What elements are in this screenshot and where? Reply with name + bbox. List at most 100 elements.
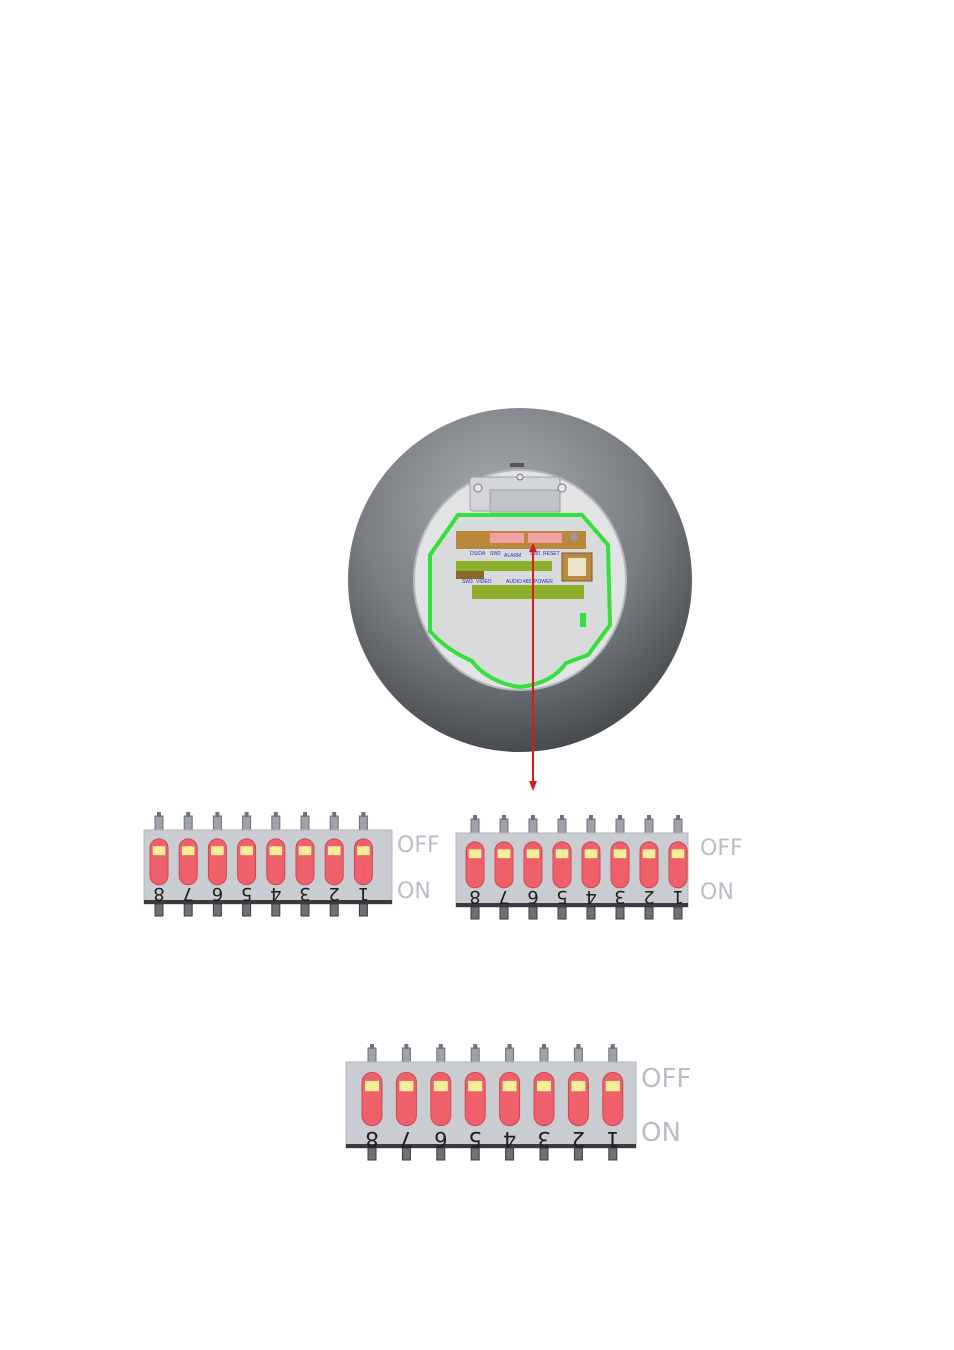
pin-tip bbox=[560, 815, 564, 820]
pin-top bbox=[471, 819, 479, 833]
board-label: SW3 bbox=[462, 579, 473, 585]
switch-slider bbox=[606, 1081, 620, 1091]
switch-actuator-8[interactable] bbox=[362, 1072, 382, 1125]
switch-slider bbox=[357, 846, 370, 855]
pin-bottom bbox=[243, 904, 251, 916]
pin-tip bbox=[473, 815, 477, 820]
switch-slider bbox=[299, 846, 312, 855]
pin-tip bbox=[618, 815, 622, 820]
card-label bbox=[568, 558, 586, 576]
pin-top bbox=[213, 816, 221, 830]
pin-bottom bbox=[301, 904, 309, 916]
bracket-hinge bbox=[490, 490, 560, 512]
pin-bottom bbox=[616, 907, 624, 919]
pin-bottom bbox=[359, 904, 367, 916]
switch-position-number: 2 bbox=[643, 886, 654, 907]
switch-actuator-2[interactable] bbox=[568, 1072, 588, 1125]
pin-tip bbox=[589, 815, 593, 820]
pin-top bbox=[243, 816, 251, 830]
board-label: VIDEO bbox=[476, 579, 492, 585]
switch-slider bbox=[643, 849, 656, 858]
switch-base-edge bbox=[144, 900, 392, 904]
switch-position-number: 2 bbox=[572, 1127, 585, 1151]
switch-actuator-3[interactable] bbox=[611, 842, 629, 888]
switch-actuator-4[interactable] bbox=[267, 839, 285, 885]
pin-top bbox=[184, 816, 192, 830]
switch-actuator-8[interactable] bbox=[466, 842, 484, 888]
board-label: SW2 bbox=[490, 551, 501, 557]
switch-actuator-6[interactable] bbox=[208, 839, 226, 885]
pin-top bbox=[402, 1048, 410, 1062]
alarm-connector bbox=[456, 561, 552, 571]
switch-actuator-1[interactable] bbox=[354, 839, 372, 885]
pin-top bbox=[616, 819, 624, 833]
switch-actuator-7[interactable] bbox=[396, 1072, 416, 1125]
pin-tip bbox=[215, 812, 219, 817]
camera-housing-svg: DS/DA SW2 SW1 RESET SW3 VIDEO AUDIO 485 … bbox=[330, 395, 710, 805]
switch-position-number: 6 bbox=[527, 886, 538, 907]
switch-body bbox=[346, 1062, 636, 1148]
on-label: ON bbox=[700, 880, 734, 905]
sw2-switch bbox=[490, 533, 524, 543]
pin-top bbox=[155, 816, 163, 830]
switch-slider bbox=[527, 849, 540, 858]
switch-actuator-8[interactable] bbox=[150, 839, 168, 885]
pin-top bbox=[645, 819, 653, 833]
switch-actuator-5[interactable] bbox=[553, 842, 571, 888]
pin-top bbox=[301, 816, 309, 830]
switch-actuator-3[interactable] bbox=[296, 839, 314, 885]
switch-position-number: 5 bbox=[556, 886, 567, 907]
switch-slider bbox=[468, 1081, 482, 1091]
pin-tip bbox=[473, 1044, 477, 1049]
pin-tip bbox=[370, 1044, 374, 1049]
pin-bottom bbox=[272, 904, 280, 916]
switch-position-number: 7 bbox=[400, 1127, 413, 1151]
switch-actuator-6[interactable] bbox=[431, 1072, 451, 1125]
switch-slider bbox=[672, 849, 685, 858]
pin-tip bbox=[303, 812, 307, 817]
switch-actuator-4[interactable] bbox=[582, 842, 600, 888]
switch-slider bbox=[399, 1081, 413, 1091]
switch-slider bbox=[270, 846, 283, 855]
off-label: OFF bbox=[641, 1064, 691, 1094]
switch-actuator-2[interactable] bbox=[640, 842, 658, 888]
switch-actuator-3[interactable] bbox=[534, 1072, 554, 1125]
pin-top bbox=[437, 1048, 445, 1062]
pin-tip bbox=[647, 815, 651, 820]
pin-bottom bbox=[213, 904, 221, 916]
pin-tip bbox=[274, 812, 278, 817]
switch-position-number: 6 bbox=[434, 1127, 447, 1151]
sw1-switch bbox=[528, 533, 562, 543]
switch-actuator-2[interactable] bbox=[325, 839, 343, 885]
switch-position-number: 6 bbox=[212, 883, 223, 904]
switch-actuator-5[interactable] bbox=[465, 1072, 485, 1125]
switch-position-number: 1 bbox=[358, 883, 369, 904]
board-label: DS/DA bbox=[470, 551, 486, 557]
pin-bottom bbox=[674, 907, 682, 919]
board-label: AUDIO bbox=[506, 579, 522, 585]
pin-top bbox=[609, 1048, 617, 1062]
pin-tip bbox=[361, 812, 365, 817]
switch-slider bbox=[571, 1081, 585, 1091]
pin-top bbox=[471, 1048, 479, 1062]
switch-position-number: 5 bbox=[241, 883, 252, 904]
switch-base-edge bbox=[346, 1144, 636, 1148]
pin-bottom bbox=[529, 907, 537, 919]
switch-actuator-7[interactable] bbox=[179, 839, 197, 885]
switch-actuator-5[interactable] bbox=[238, 839, 256, 885]
pin-tip bbox=[611, 1044, 615, 1049]
switch-slider bbox=[328, 846, 341, 855]
pin-tip bbox=[676, 815, 680, 820]
switch-actuator-1[interactable] bbox=[669, 842, 687, 888]
switch-position-number: 7 bbox=[182, 883, 193, 904]
switch-actuator-4[interactable] bbox=[500, 1072, 520, 1125]
switch-actuator-1[interactable] bbox=[603, 1072, 623, 1125]
switch-actuator-6[interactable] bbox=[524, 842, 542, 888]
bracket-slot bbox=[510, 463, 524, 467]
switch-actuator-7[interactable] bbox=[495, 842, 513, 888]
pin-bottom bbox=[155, 904, 163, 916]
